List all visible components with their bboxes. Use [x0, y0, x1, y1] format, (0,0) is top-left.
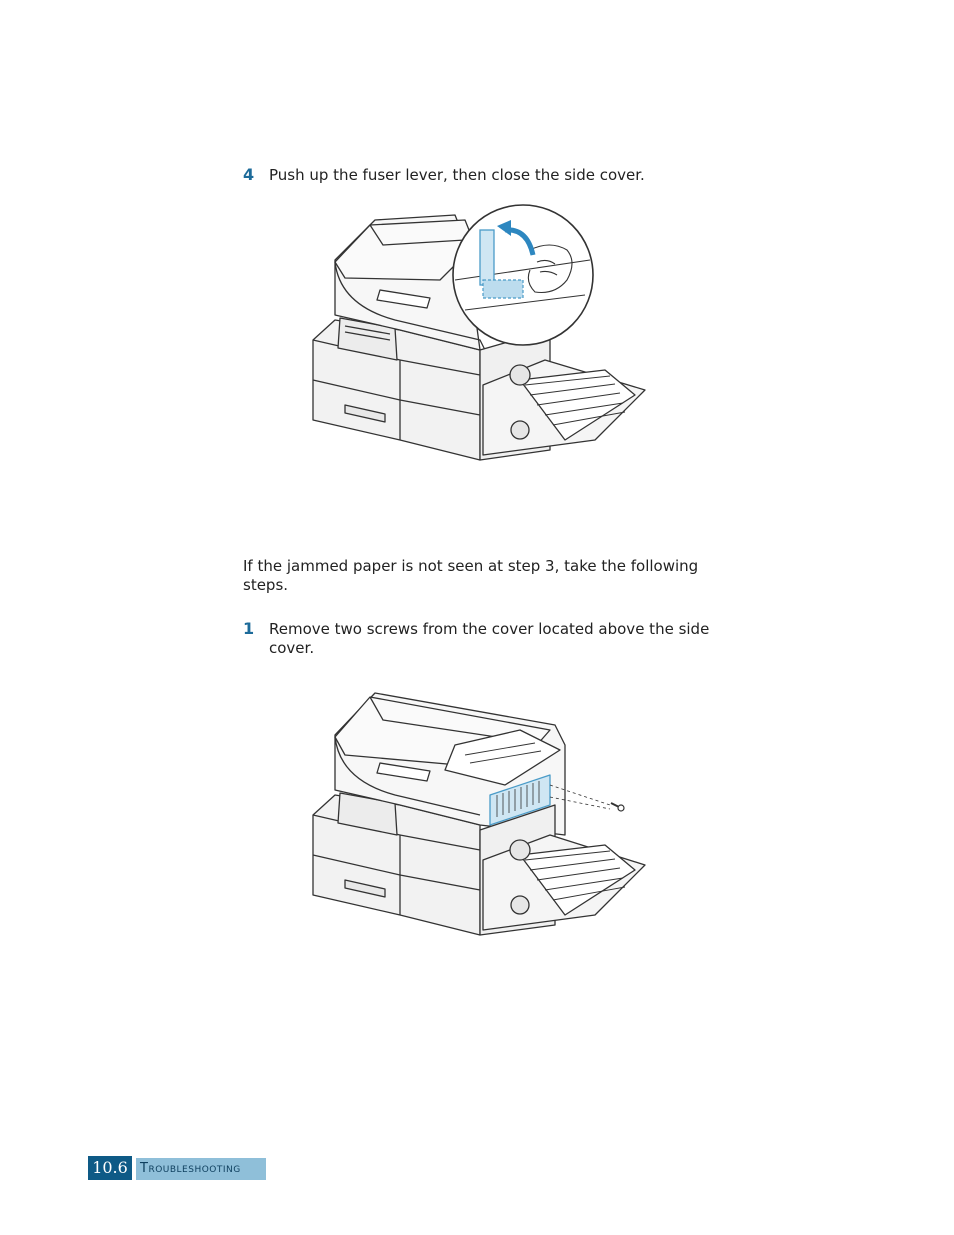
printer-diagram-screws [312, 692, 646, 936]
screw-icon [610, 802, 625, 812]
printer-diagram-fuser-lever [312, 204, 646, 461]
step-number: 1 [243, 619, 255, 638]
step-text: Push up the fuser lever, then close the … [269, 166, 645, 184]
step-4: 4 Push up the fuser lever, then close th… [243, 165, 723, 189]
remove-screws-illustration [305, 685, 650, 945]
section-title: Troubleshooting [136, 1158, 266, 1180]
step-number: 4 [243, 165, 255, 184]
step-text: Remove two screws from the cover located… [269, 620, 710, 657]
intro-paragraph: If the jammed paper is not seen at step … [243, 557, 699, 594]
step-1: 1 Remove two screws from the cover locat… [243, 619, 723, 663]
page-number: 10.6 [88, 1156, 132, 1180]
fuser-lever-illustration [305, 200, 650, 465]
